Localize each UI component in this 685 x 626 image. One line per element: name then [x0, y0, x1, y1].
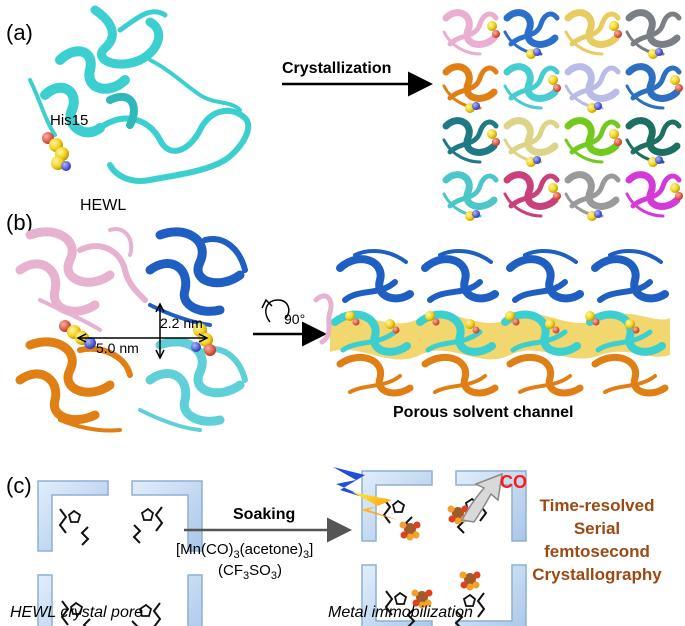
co-label: CO	[500, 472, 527, 492]
lattice-molecule	[503, 63, 560, 110]
lattice-molecule	[625, 63, 682, 110]
lattice-molecule	[442, 171, 499, 218]
method-line-1: Time-resolved	[540, 496, 655, 515]
lattice-molecule	[564, 9, 621, 56]
mn-complex	[459, 571, 481, 591]
lattice-molecule	[625, 9, 682, 56]
orange-molecule	[506, 353, 584, 397]
lattice-molecule	[564, 171, 621, 218]
distance-5-0-label: 5.0 nm	[96, 340, 139, 356]
lattice-molecule	[503, 9, 560, 56]
lattice-molecule	[625, 171, 682, 218]
method-text: Time-resolved Serial femtosecond Crystal…	[532, 496, 662, 584]
cyan-molecule	[586, 310, 666, 356]
lattice-molecule	[625, 117, 682, 164]
lattice-molecule	[564, 117, 621, 164]
pore-caption: HEWL crystal pore	[10, 604, 143, 621]
his15-label: His15	[50, 112, 88, 129]
orange-molecule	[421, 353, 499, 397]
lattice-molecule	[442, 117, 499, 164]
crystal-lattice	[442, 9, 683, 221]
rotation-label: 90°	[284, 311, 305, 327]
channel-label: Porous solvent channel	[393, 404, 573, 421]
crystallization-label: Crystallization	[282, 60, 391, 77]
blue-molecule	[591, 248, 669, 303]
method-line-4: Crystallography	[532, 565, 662, 584]
cyan-molecule	[416, 310, 496, 356]
method-line-3: femtosecond	[544, 542, 650, 561]
solvent-channel-view	[313, 248, 670, 397]
lattice-molecule	[503, 171, 560, 218]
rotation-icon	[261, 298, 290, 323]
hewl-crystal-pore	[37, 480, 203, 626]
mn-complex	[411, 589, 433, 609]
blue-molecule	[421, 248, 499, 303]
reagent-line-2: (CF3SO3)	[218, 562, 282, 582]
metal-caption: Metal immobilization	[328, 604, 473, 621]
tetramer-view	[15, 227, 248, 433]
reagent-line-1: [Mn(CO)3(acetone)3]	[176, 541, 313, 561]
blue-molecule	[336, 248, 414, 303]
hewl-label: HEWL	[80, 197, 126, 214]
panel-a-label: (a)	[6, 20, 33, 45]
lattice-molecule	[564, 63, 621, 110]
distance-markers	[76, 302, 209, 360]
method-line-2: Serial	[574, 519, 620, 538]
blue-molecule	[506, 248, 584, 303]
distance-2-2-label: 2.2 nm	[160, 315, 203, 331]
panel-c-label: (c)	[6, 473, 32, 498]
metal-immobilization-pore	[361, 470, 527, 626]
lattice-molecule	[442, 9, 499, 56]
light-pulse-icon	[333, 467, 398, 520]
orange-molecule	[336, 353, 414, 397]
cyan-molecule	[501, 310, 581, 356]
his15-residue	[42, 132, 71, 171]
lattice-molecule	[503, 117, 560, 164]
hewl-ribbon	[28, 5, 252, 184]
orange-molecule	[591, 353, 669, 397]
mn-complex	[399, 521, 421, 541]
lattice-molecule	[442, 63, 499, 110]
soaking-label: Soaking	[233, 506, 295, 523]
co-release-arrow	[460, 472, 503, 523]
